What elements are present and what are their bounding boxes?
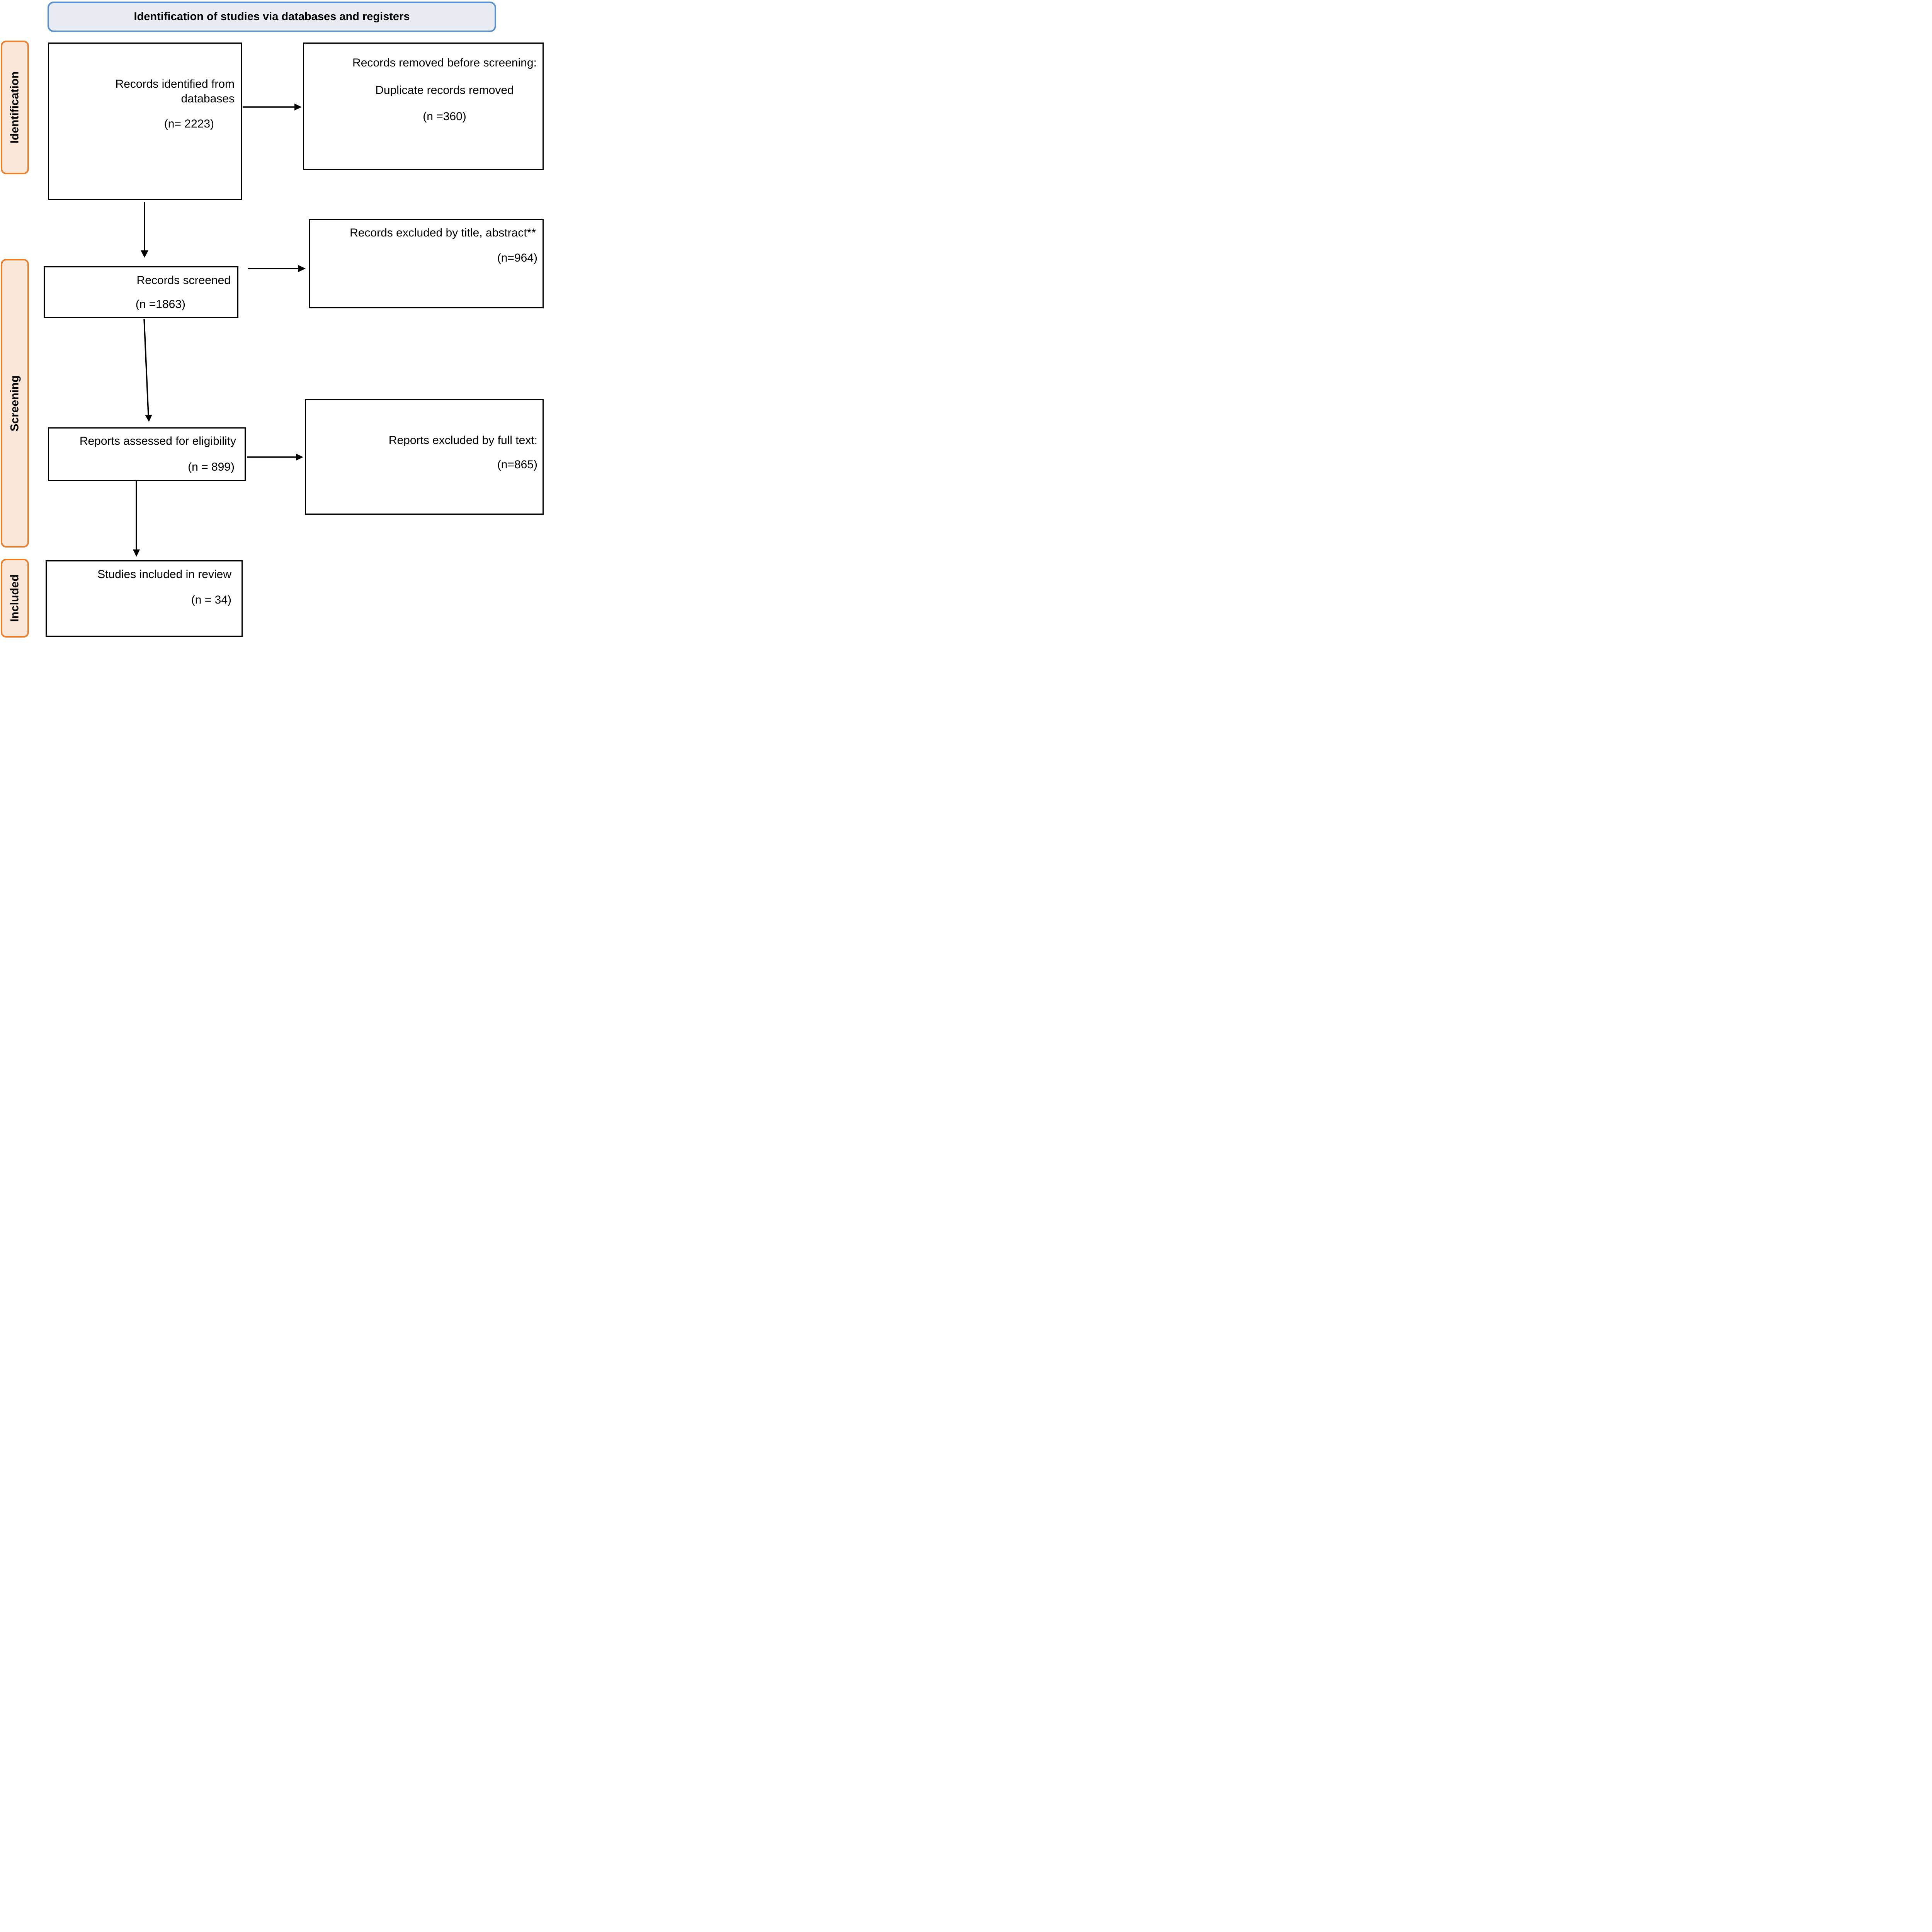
records-identified-line1: Records identified from (115, 78, 235, 90)
box-records-screened: Records screened (n =1863) (44, 266, 238, 318)
box-reports-assessed: Reports assessed for eligibility (n = 89… (48, 427, 246, 481)
reports-excluded-fulltext-count: (n=865) (497, 458, 537, 471)
records-removed-line2: Duplicate records removed (375, 84, 514, 97)
box-records-removed: Records removed before screening: Duplic… (303, 43, 544, 170)
stage-label-identification: Identification (1, 41, 29, 174)
arrow-assessed-to-included (133, 481, 140, 557)
arrow-screened-to-excluded-title (248, 265, 306, 272)
records-excluded-title-line1: Records excluded by title, abstract** (350, 226, 536, 239)
records-identified-line2: databases (181, 92, 235, 105)
records-identified-count: (n= 2223) (164, 117, 214, 130)
stage-label-identification-text: Identification (8, 71, 21, 144)
reports-assessed-line1: Reports assessed for eligibility (79, 435, 236, 447)
stage-label-included: Included (1, 559, 29, 638)
prisma-flow-diagram: Identification of studies via databases … (0, 0, 544, 638)
box-reports-excluded-fulltext: Reports excluded by full text: (n=865) (305, 399, 544, 515)
diagram-title: Identification of studies via databases … (134, 10, 410, 23)
reports-excluded-fulltext-line1: Reports excluded by full text: (388, 434, 537, 447)
stage-label-included-text: Included (8, 574, 21, 622)
header-banner: Identification of studies via databases … (48, 2, 496, 32)
records-removed-count: (n =360) (423, 110, 466, 123)
box-records-identified: Records identified from databases (n= 22… (48, 43, 242, 200)
records-screened-count: (n =1863) (135, 298, 185, 311)
records-screened-line1: Records screened (136, 274, 231, 287)
records-excluded-title-count: (n=964) (497, 252, 537, 264)
arrow-identified-to-removed (243, 104, 302, 111)
box-records-excluded-title-abstract: Records excluded by title, abstract** (n… (309, 219, 544, 308)
arrow-screened-to-assessed (143, 319, 152, 422)
records-removed-line1: Records removed before screening: (352, 56, 537, 69)
reports-assessed-count: (n = 899) (188, 461, 235, 473)
studies-included-count: (n = 34) (191, 594, 231, 606)
stage-label-screening-text: Screening (8, 375, 21, 432)
arrow-assessed-to-excluded-fulltext (247, 454, 303, 461)
box-studies-included: Studies included in review (n = 34) (46, 560, 243, 637)
arrow-identified-to-screened (141, 202, 148, 258)
stage-label-screening: Screening (1, 259, 29, 548)
studies-included-line1: Studies included in review (97, 568, 231, 581)
